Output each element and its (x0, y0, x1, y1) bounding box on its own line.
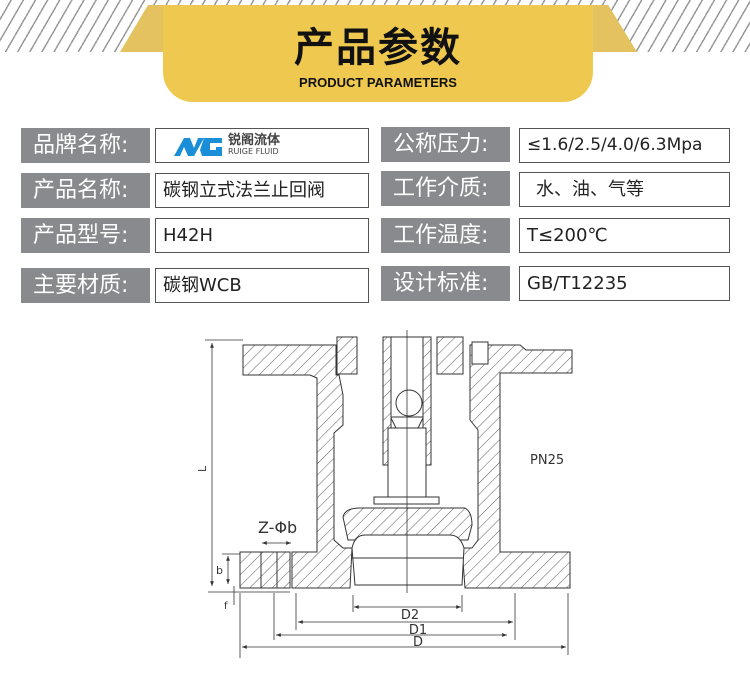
page-subtitle: PRODUCT PARAMETERS (299, 75, 457, 90)
ruige-logo-icon (174, 137, 222, 156)
product-name-label: 产品名称: (21, 173, 150, 208)
temperature-label: 工作温度: (381, 218, 510, 253)
page-title: 产品参数 (294, 25, 462, 71)
brand-logo: 锐阁流体 RUIGE FLUID (156, 129, 368, 162)
product-name-value: 碳钢立式法兰止回阀 (155, 173, 369, 208)
dim-D-label: D (413, 635, 423, 650)
standard-label: 设计标准: (381, 266, 510, 301)
pressure-value: ≤1.6/2.5/4.0/6.3Mpa (519, 128, 730, 163)
dim-D1-label: D1 (409, 623, 427, 638)
dim-f-label: f (224, 601, 228, 612)
header-banner: 产品参数 PRODUCT PARAMETERS (163, 5, 593, 102)
model-value: H42H (155, 218, 369, 253)
logo-cn: 锐阁流体 (228, 133, 281, 148)
valve-diagram: PN25 L b f Z-Φb D2 D1 D (196, 330, 573, 658)
pressure-class-label: PN25 (530, 453, 564, 468)
brand-value: 锐阁流体 RUIGE FLUID (155, 128, 369, 163)
medium-value: 水、油、气等 (519, 172, 730, 207)
pressure-label: 公称压力: (381, 127, 510, 162)
model-label: 产品型号: (21, 218, 150, 253)
standard-value: GB/T12235 (519, 266, 730, 301)
dim-bolt-label: Z-Φb (258, 518, 297, 537)
logo-en: RUIGE FLUID (228, 147, 279, 156)
dimension-lines (205, 330, 569, 658)
brand-label: 品牌名称: (21, 128, 150, 163)
dim-D2-label: D2 (401, 608, 419, 623)
medium-label: 工作介质: (381, 171, 510, 206)
material-label: 主要材质: (21, 268, 150, 303)
temperature-value: T≤200℃ (519, 218, 730, 253)
material-value: 碳钢WCB (155, 268, 369, 303)
dim-L-label: L (196, 465, 209, 472)
dim-b-label: b (216, 564, 223, 577)
